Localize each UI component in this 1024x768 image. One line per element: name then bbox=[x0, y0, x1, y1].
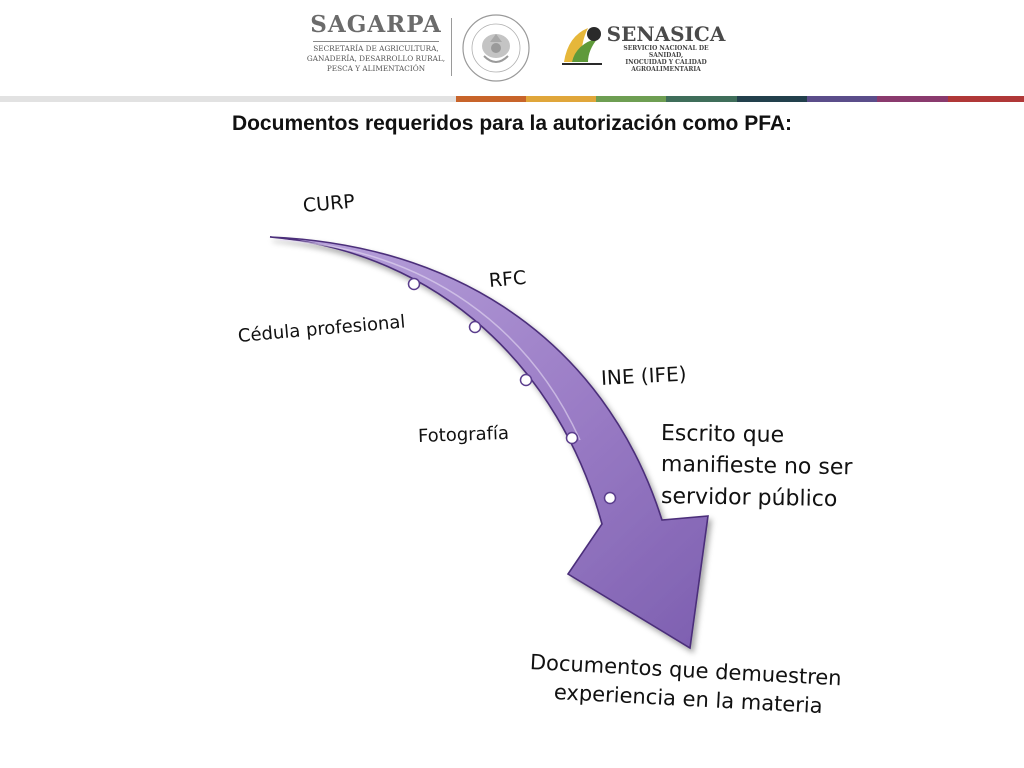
sagarpa-divider bbox=[313, 41, 439, 42]
marker-dot bbox=[407, 277, 421, 291]
logo-divider bbox=[451, 18, 452, 76]
marker-dot bbox=[468, 320, 482, 334]
strip-segment bbox=[947, 96, 1024, 102]
senasica-name: SENASICA bbox=[606, 22, 726, 46]
strip-segment bbox=[807, 96, 878, 102]
sagarpa-name: SAGARPA bbox=[310, 11, 442, 38]
sagarpa-subtitle-3: PESCA Y ALIMENTACIÓN bbox=[326, 64, 426, 73]
senasica-logo: SENASICA SERVICIO NACIONAL DE SANIDAD, I… bbox=[606, 23, 726, 73]
national-seal-icon bbox=[462, 14, 530, 82]
label-escrito-line1: Escrito que bbox=[660, 421, 785, 449]
arrow-body bbox=[269, 236, 709, 650]
strip-segment bbox=[0, 96, 456, 102]
marker-dot bbox=[565, 431, 579, 445]
label-escrito-line3: servidor público bbox=[660, 484, 838, 513]
strip-segment bbox=[455, 96, 526, 102]
label-ine: INE (IFE) bbox=[600, 361, 688, 390]
arrow-markers bbox=[407, 277, 617, 505]
strip-segment bbox=[596, 96, 667, 102]
arrow-highlight bbox=[279, 239, 581, 441]
color-strip bbox=[0, 96, 1024, 102]
marker-dot bbox=[519, 373, 533, 387]
strip-segment bbox=[877, 96, 948, 102]
strip-segment bbox=[525, 96, 597, 102]
label-rfc: RFC bbox=[488, 266, 528, 292]
marker-dot bbox=[603, 491, 617, 505]
slide-title: Documentos requeridos para la autorizaci… bbox=[231, 112, 793, 135]
label-curp: CURP bbox=[302, 190, 356, 217]
sagarpa-subtitle-2: GANADERÍA, DESARROLLO RURAL, bbox=[306, 54, 446, 63]
label-fotografia: Fotografía bbox=[417, 422, 510, 447]
strip-segment bbox=[736, 96, 808, 102]
senasica-subtitle-2: INOCUIDAD Y CALIDAD bbox=[625, 59, 707, 66]
label-escrito-line2: manifieste no ser bbox=[660, 452, 853, 481]
senasica-subtitle-3: AGROALIMENTARIA bbox=[631, 66, 701, 73]
slide-header: SAGARPA SECRETARÍA DE AGRICULTURA, GANAD… bbox=[0, 0, 1024, 96]
senasica-subtitle-1: SERVICIO NACIONAL DE SANIDAD, bbox=[623, 45, 709, 59]
senasica-emblem-icon bbox=[562, 27, 602, 65]
sagarpa-subtitle-1: SECRETARÍA DE AGRICULTURA, bbox=[313, 44, 439, 53]
strip-segment bbox=[666, 96, 737, 102]
sagarpa-logo: SAGARPA SECRETARÍA DE AGRICULTURA, GANAD… bbox=[306, 10, 446, 90]
